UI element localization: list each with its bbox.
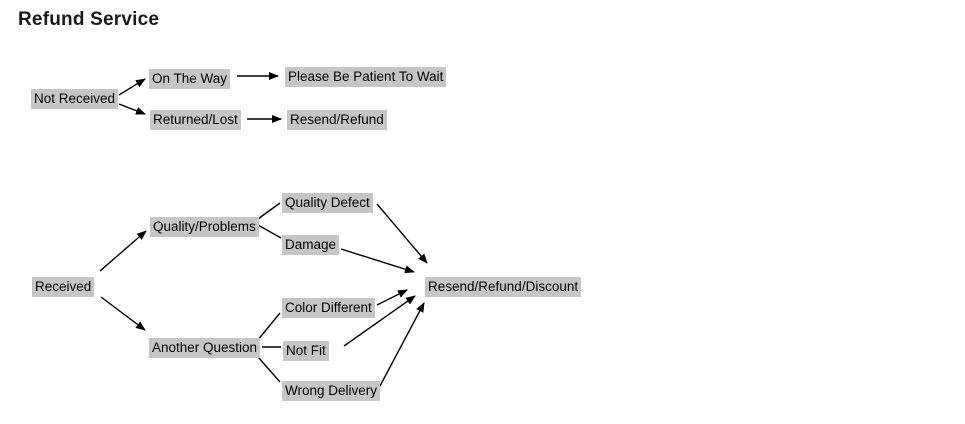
edge-damage-to-resend-refund-discount xyxy=(340,248,415,274)
node-not-received: Not Received xyxy=(31,89,119,109)
node-not-fit: Not Fit xyxy=(283,341,329,361)
node-damage: Damage xyxy=(282,235,340,255)
node-wrong-delivery: Wrong Delivery xyxy=(282,381,381,401)
edge-wrong-delivery-to-resend-refund-discount xyxy=(379,302,425,387)
node-quality-defect: Quality Defect xyxy=(282,193,373,213)
node-quality-problems: Quality/Problems xyxy=(150,217,259,237)
node-please-be-patient: Please Be Patient To Wait xyxy=(285,67,447,87)
edge-quality-problems-to-quality-defect xyxy=(257,202,281,220)
node-color-different: Color Different xyxy=(282,298,375,318)
node-on-the-way: On The Way xyxy=(149,69,231,89)
node-resend-refund: Resend/Refund xyxy=(287,110,387,130)
edge-another-question-to-color-different xyxy=(256,312,281,342)
node-another-question: Another Question xyxy=(149,338,261,358)
node-received: Received xyxy=(32,277,95,297)
edge-not-received-to-returned-lost xyxy=(118,103,146,115)
edge-quality-defect-to-resend-refund-discount xyxy=(376,203,428,264)
edge-quality-problems-to-damage xyxy=(257,224,282,239)
edge-another-question-to-wrong-delivery xyxy=(257,356,281,383)
edge-not-received-to-on-the-way xyxy=(118,78,146,96)
edge-color-different-to-resend-refund-discount xyxy=(376,289,408,306)
edge-received-to-another-question xyxy=(100,296,146,331)
node-resend-refund-discount: Resend/Refund/Discount xyxy=(425,277,582,297)
page-title: Refund Service xyxy=(18,9,160,30)
node-returned-lost: Returned/Lost xyxy=(150,110,241,130)
edge-received-to-quality-problems xyxy=(99,230,147,272)
